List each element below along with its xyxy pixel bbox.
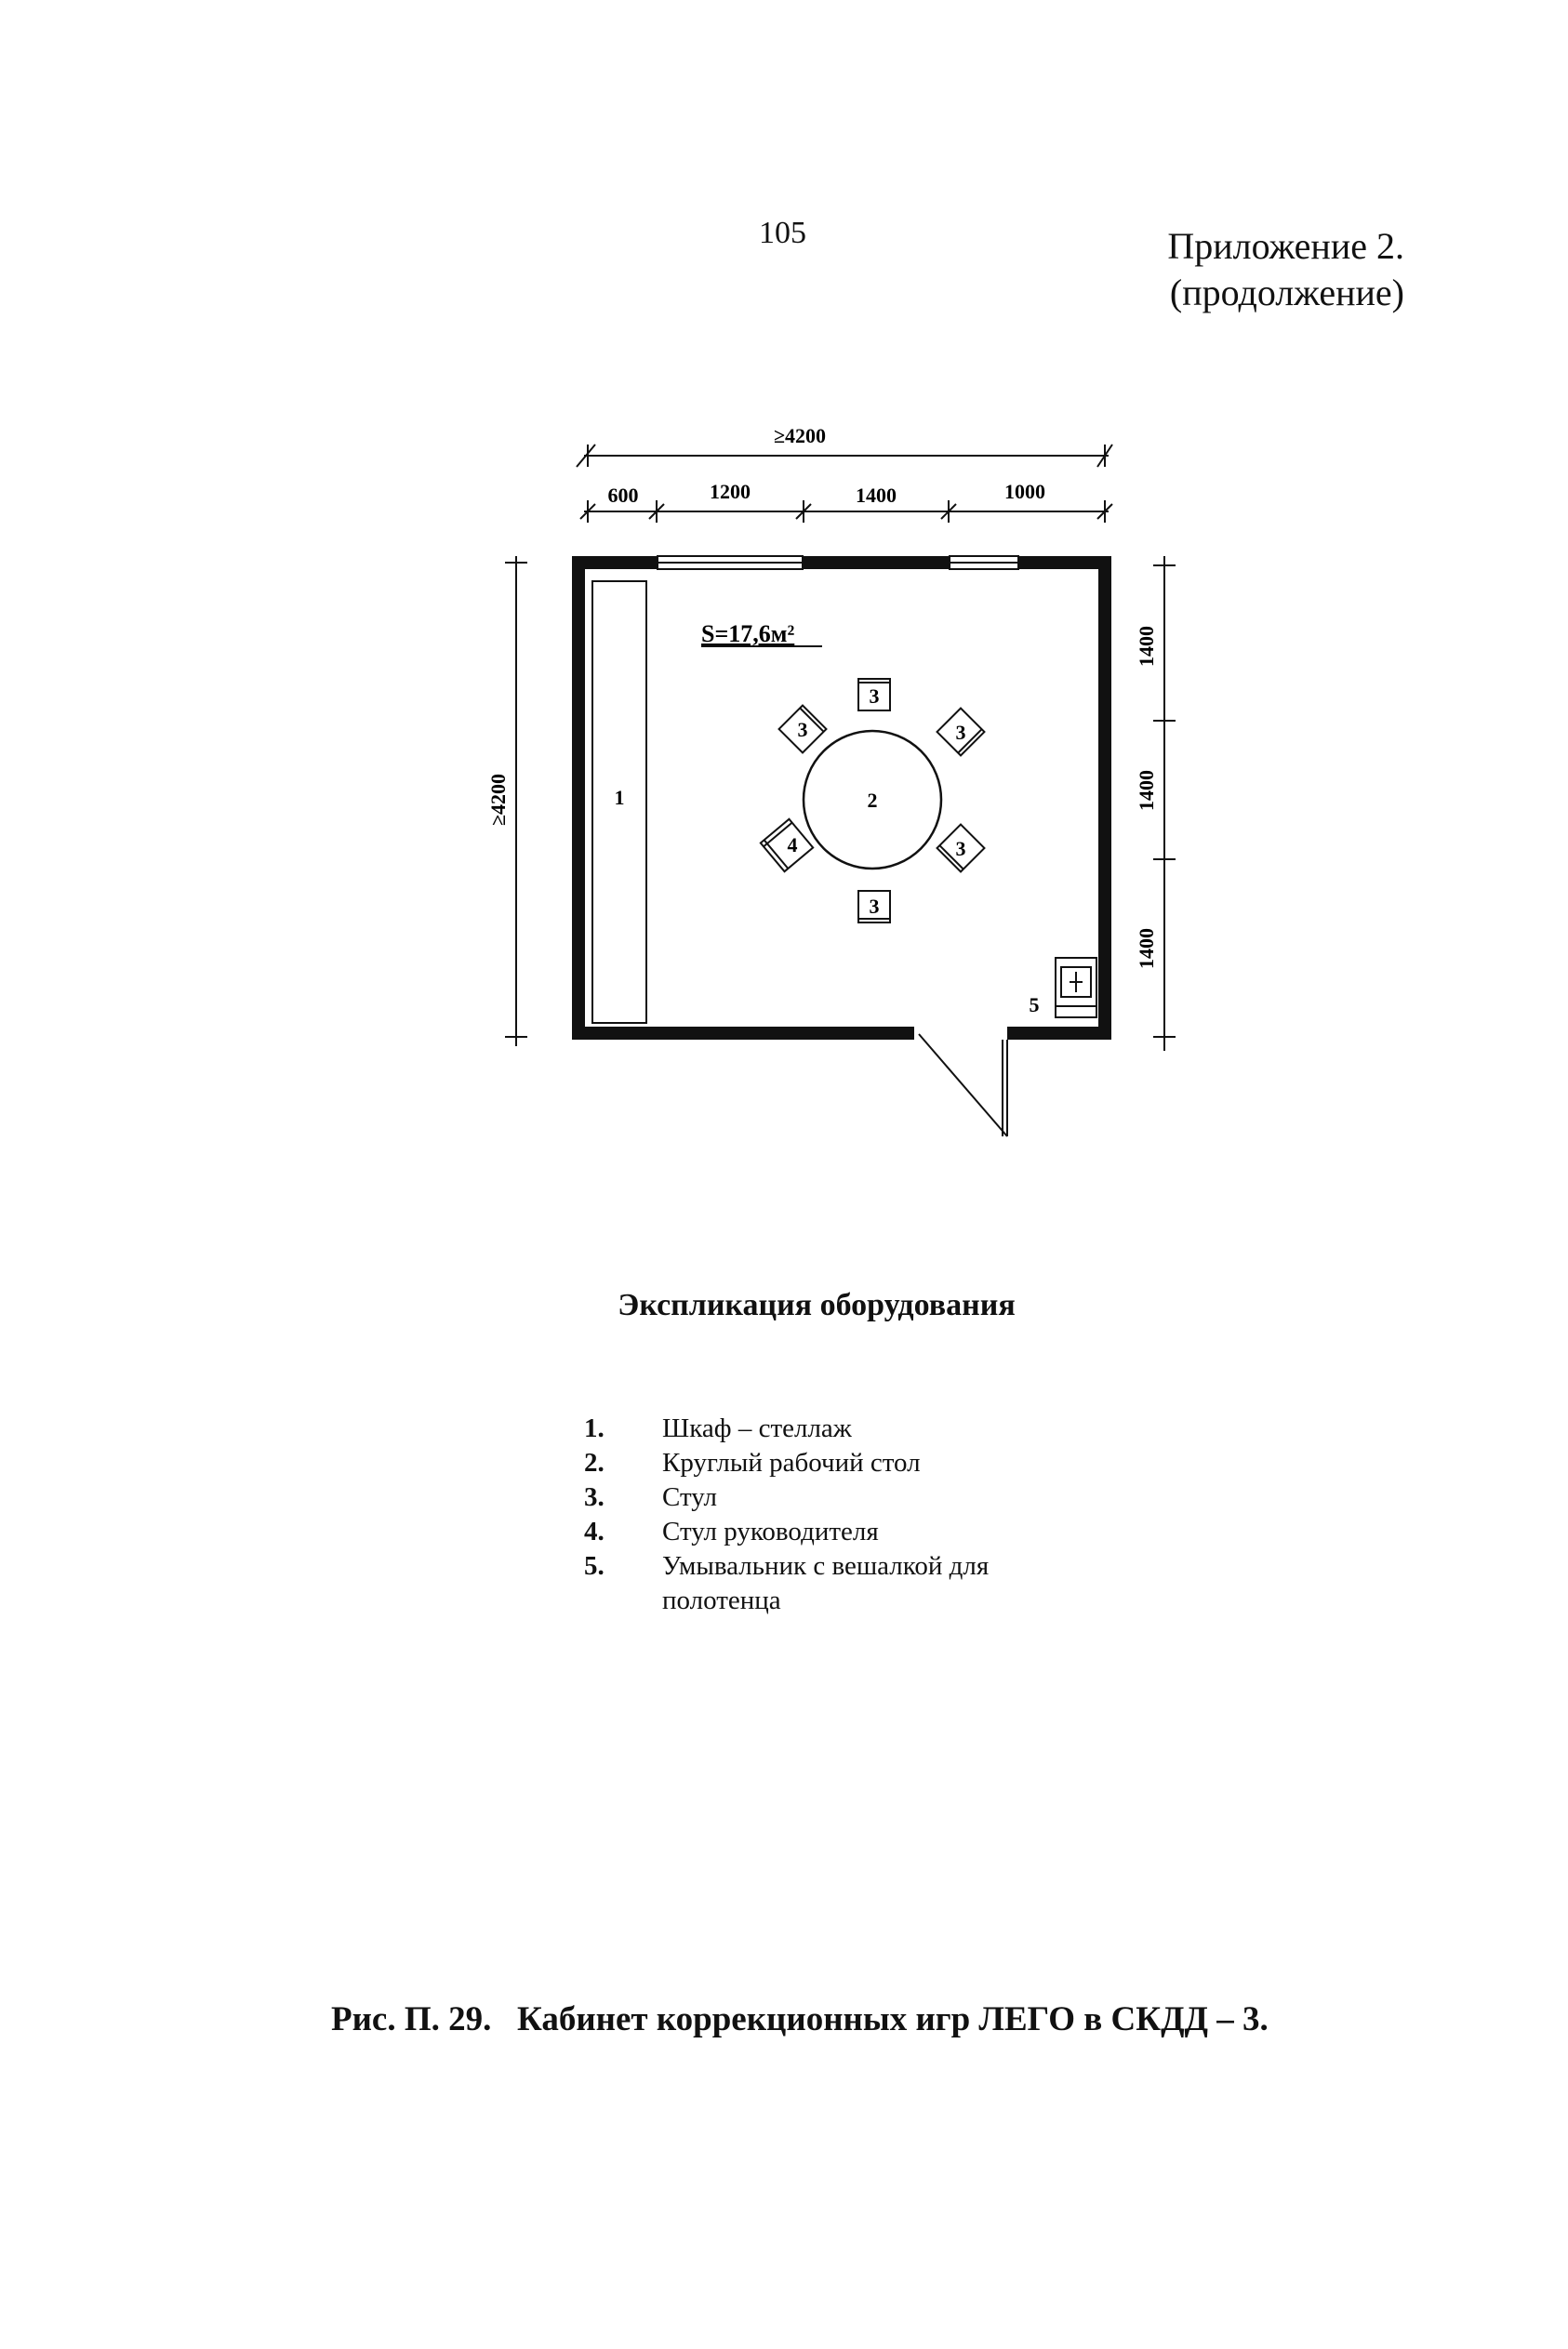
item-number: 4. [584, 1517, 605, 1546]
appendix-label: Приложение 2. (продолжение) [1097, 223, 1404, 316]
chair-top: 3 [857, 678, 891, 711]
item-text: Умывальник с вешалкой для полотенца [662, 1551, 990, 1615]
dim-seg-4: 1000 [1004, 480, 1045, 503]
dim-right-2: 1400 [1135, 770, 1158, 811]
item-text: Круглый рабочий стол [662, 1448, 921, 1478]
chair-bottom-label: 3 [870, 895, 880, 918]
list-item: 1. Шкаф – стеллаж [584, 1412, 1053, 1446]
leader-chair [759, 817, 815, 873]
item-text: Стул руководителя [662, 1517, 879, 1546]
page-number: 105 [759, 216, 806, 250]
list-item: 2. Круглый рабочий стол [584, 1446, 1053, 1480]
chair-top-right-label: 3 [956, 721, 966, 744]
list-item: 4. Стул руководителя [584, 1515, 1053, 1549]
dim-seg-2: 1200 [710, 480, 751, 503]
left-dimension [505, 556, 527, 1046]
item-number: 1. [584, 1413, 605, 1443]
figure-title: Кабинет коррекционных игр ЛЕГО в СКДД – … [517, 2000, 1269, 2038]
explication-title: Экспликация оборудования [618, 1288, 1016, 1322]
dim-total-height: ≥4200 [486, 774, 510, 826]
chair-bottom-right-label: 3 [956, 837, 966, 860]
list-item: 5. Умывальник с вешалкой для полотенца [584, 1549, 1053, 1618]
top-dimensions [576, 444, 1113, 523]
sink [1055, 957, 1097, 1018]
dim-right-1: 1400 [1135, 626, 1158, 667]
door [918, 1033, 1008, 1137]
dim-right-3: 1400 [1135, 928, 1158, 969]
shelf-unit [591, 580, 647, 1024]
right-dimensions [1153, 556, 1176, 1051]
leader-chair-label: 4 [788, 833, 798, 856]
table-label: 2 [868, 789, 878, 812]
chair-top-left-label: 3 [798, 718, 808, 741]
windows [657, 555, 1019, 570]
sink-label: 5 [1030, 993, 1040, 1016]
walls [572, 556, 1111, 1040]
figure-label: Рис. П. 29. [331, 2000, 492, 2038]
dim-total-width: ≥4200 [774, 424, 826, 447]
chair-top-right [936, 707, 986, 757]
chair-bottom: 3 [857, 890, 891, 923]
item-text: Стул [662, 1482, 717, 1512]
appendix-line1: Приложение 2. [1167, 225, 1404, 267]
item-number: 3. [584, 1482, 605, 1512]
item-number: 2. [584, 1448, 605, 1478]
appendix-line2: (продолжение) [1169, 272, 1404, 313]
item-text: Шкаф – стеллаж [662, 1413, 852, 1443]
area-label: S=17,6м² [701, 620, 794, 647]
chair-top-label: 3 [870, 684, 880, 708]
chair-bottom-right [936, 823, 986, 873]
round-table [802, 729, 943, 870]
list-item: 3. Стул [584, 1480, 1053, 1515]
chair-top-left [777, 704, 828, 754]
figure-caption: Рис. П. 29. Кабинет коррекционных игр ЛЕГ… [331, 1999, 1269, 2039]
shelf-label: 1 [615, 786, 625, 809]
explication-list: 1. Шкаф – стеллаж 2. Круглый рабочий сто… [584, 1412, 1053, 1618]
dim-seg-1: 600 [608, 484, 639, 507]
floor-plan: ≥4200 600 1200 1400 1000 ≥4200 1400 1400… [486, 424, 1176, 1137]
item-number: 5. [584, 1551, 605, 1581]
dim-seg-3: 1400 [856, 484, 897, 507]
